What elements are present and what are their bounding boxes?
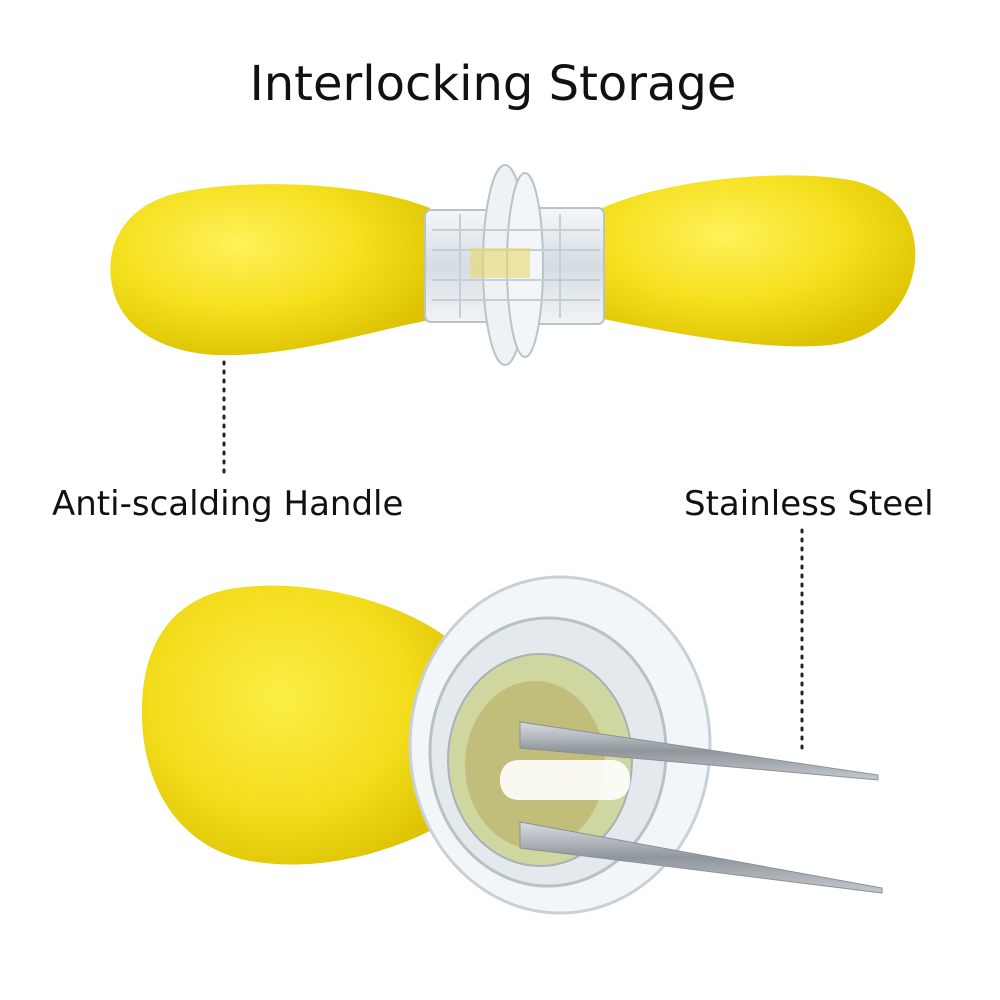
page-title: Interlocking Storage	[249, 56, 737, 112]
top-left-handle	[110, 184, 430, 356]
lower-prong	[519, 821, 883, 894]
upper-prong	[519, 721, 879, 781]
top-right-handle	[598, 175, 916, 347]
bottom-handle	[141, 585, 450, 865]
connector-ridges	[432, 214, 600, 318]
handle-label: Anti-scalding Handle	[52, 484, 404, 524]
steel-label: Stainless Steel	[684, 484, 934, 524]
